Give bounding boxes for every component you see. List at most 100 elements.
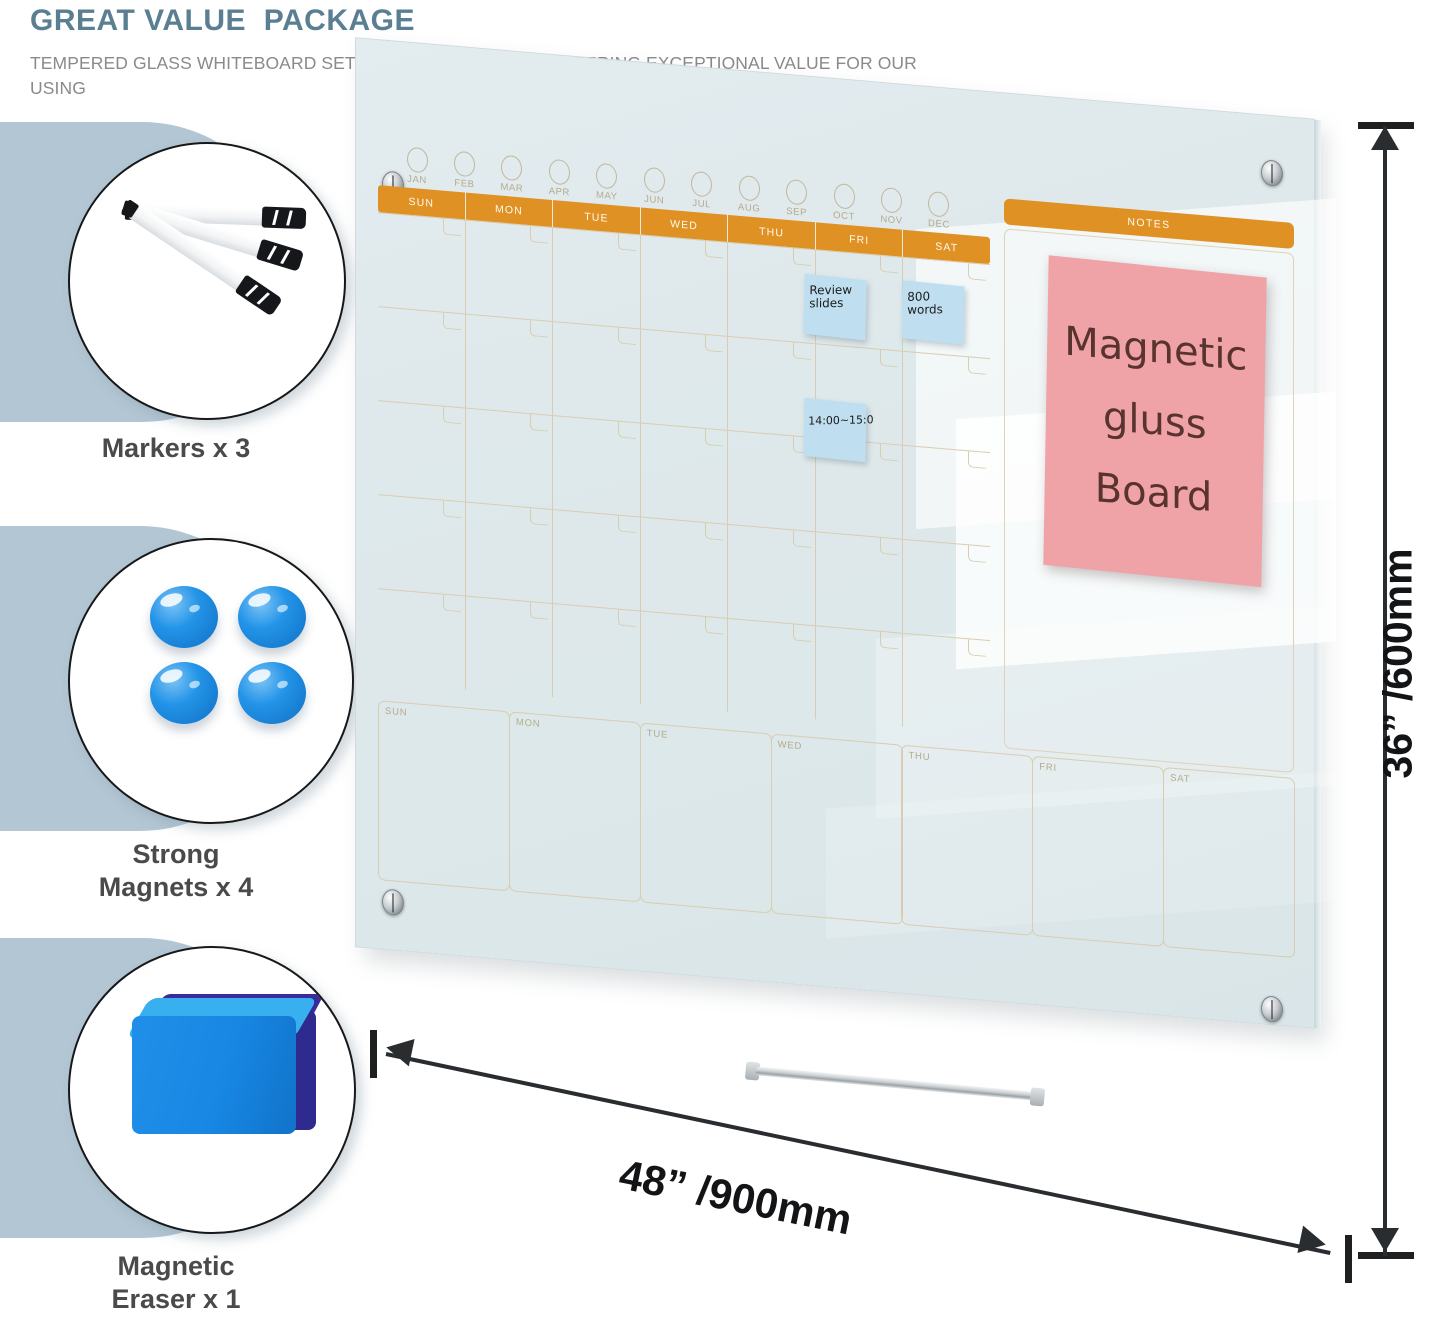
arrow-up-icon xyxy=(1371,126,1399,150)
weekly-cell-label: MON xyxy=(515,716,541,730)
sticky-note: 14:00~15:0 xyxy=(803,397,874,463)
features-rail: Markers x 3 Strong Magnets x 4 Magnetic … xyxy=(0,122,356,1332)
month-label: AUG xyxy=(737,201,761,215)
date-corner-box xyxy=(442,406,461,425)
weekly-cell-sat: SAT xyxy=(1163,766,1296,959)
eraser-icon xyxy=(68,946,356,1234)
calendar-day-cell xyxy=(728,524,816,626)
weekly-cell-wed: WED xyxy=(770,733,903,925)
month-circle-icon xyxy=(833,182,855,210)
date-corner-box xyxy=(705,334,724,353)
sticky-note-text: Review slides xyxy=(809,282,853,311)
date-corner-box xyxy=(968,451,987,469)
calendar-day-cell xyxy=(465,314,554,416)
calendar-day-cell xyxy=(640,611,729,712)
date-corner-box xyxy=(530,320,549,338)
height-tick-top xyxy=(1358,122,1414,129)
date-corner-box xyxy=(530,414,549,432)
date-corner-box xyxy=(880,537,899,556)
month-circle-icon xyxy=(881,186,903,214)
month-label: FEB xyxy=(454,177,475,191)
calendar-day-cell xyxy=(903,352,990,452)
month-circle-icon xyxy=(453,150,475,178)
marker-tray xyxy=(744,1061,1046,1107)
calendar-day-cell xyxy=(378,589,466,690)
date-corner-box xyxy=(705,240,724,259)
month-label: JUN xyxy=(644,193,665,207)
height-dimension-label: 36” /600mm xyxy=(1374,548,1421,779)
month-circle-icon xyxy=(928,190,950,218)
month-label: JUL xyxy=(692,197,712,211)
date-corner-box xyxy=(880,443,899,462)
date-corner-box xyxy=(792,342,811,360)
date-corner-box xyxy=(617,421,636,440)
date-corner-box xyxy=(968,545,987,563)
feature-markers: Markers x 3 xyxy=(0,122,352,522)
feature-label-eraser: Magnetic Eraser x 1 xyxy=(111,1251,241,1314)
feature-eraser: Magnetic Eraser x 1 xyxy=(0,938,356,1332)
date-corner-box xyxy=(705,428,724,447)
feature-label-markers: Markers x 3 xyxy=(101,433,251,463)
month-circle-icon xyxy=(406,146,428,174)
calendar-day-cell xyxy=(553,416,641,517)
monthly-calendar-grid xyxy=(378,212,990,735)
month-label: SEP xyxy=(786,205,808,219)
weekly-cell-label: WED xyxy=(777,739,803,753)
page-title: GREAT VALUE PACKAGE xyxy=(30,4,416,37)
pink-note-line: Magnetic xyxy=(1064,318,1248,381)
month-label: MAR xyxy=(500,181,524,195)
month-circle-icon xyxy=(643,166,665,194)
month-circle-icon xyxy=(786,178,808,206)
weekly-cell-thu: THU xyxy=(901,744,1034,936)
date-corner-box xyxy=(442,594,461,613)
calendar-day-cell xyxy=(378,495,466,596)
width-tick-left xyxy=(370,1030,377,1078)
date-corner-box xyxy=(530,602,549,620)
month-circle-icon xyxy=(596,162,618,190)
month-label: NOV xyxy=(880,213,903,227)
feature-label-magnets: Strong Magnets x 4 xyxy=(98,839,254,902)
calendar-day-cell xyxy=(728,336,816,438)
date-corner-box xyxy=(442,500,461,519)
weekly-cell-fri: FRI xyxy=(1032,755,1165,947)
calendar-day-cell xyxy=(465,408,554,510)
date-corner-box xyxy=(792,530,811,548)
calendar-day-cell xyxy=(728,618,816,720)
weekly-cell-label: THU xyxy=(908,750,931,764)
date-corner-box xyxy=(442,312,461,331)
date-corner-box xyxy=(617,233,636,252)
date-corner-box xyxy=(617,515,636,534)
date-corner-box xyxy=(530,226,549,244)
magnets-icon xyxy=(68,538,354,824)
date-corner-box xyxy=(880,631,899,650)
calendar-day-cell xyxy=(378,307,466,408)
calendar-day-cell xyxy=(640,517,729,618)
calendar-day-cell xyxy=(815,532,904,633)
calendar-day-cell xyxy=(465,220,554,322)
date-corner-box xyxy=(968,639,987,657)
sticky-note: 800 words xyxy=(901,280,965,345)
calendar-day-cell xyxy=(640,235,729,336)
date-corner-box xyxy=(880,255,899,274)
width-dimension-label: 48” /900mm xyxy=(615,1150,856,1244)
date-corner-box xyxy=(617,327,636,346)
sticky-note-text: 14:00~15:0 xyxy=(808,413,874,428)
height-dimension-line xyxy=(1383,126,1387,1256)
weekly-cell-mon: MON xyxy=(508,711,641,903)
calendar-day-cell xyxy=(553,604,641,705)
calendar-day-cell xyxy=(815,626,904,727)
date-corner-box xyxy=(530,508,549,526)
pink-magnetic-note: Magnetic gluss Board xyxy=(1043,255,1267,588)
date-corner-box xyxy=(617,609,636,628)
date-corner-box xyxy=(968,357,987,375)
weekly-cell-sun: SUN xyxy=(378,700,511,892)
month-label: MAY xyxy=(595,189,618,203)
arrow-down-icon xyxy=(1371,1228,1399,1252)
month-circle-icon xyxy=(501,154,523,182)
weekly-cell-label: FRI xyxy=(1039,761,1057,774)
glass-edge xyxy=(1314,119,1321,1029)
date-corner-box xyxy=(880,349,899,368)
month-circle-icon xyxy=(738,174,760,202)
